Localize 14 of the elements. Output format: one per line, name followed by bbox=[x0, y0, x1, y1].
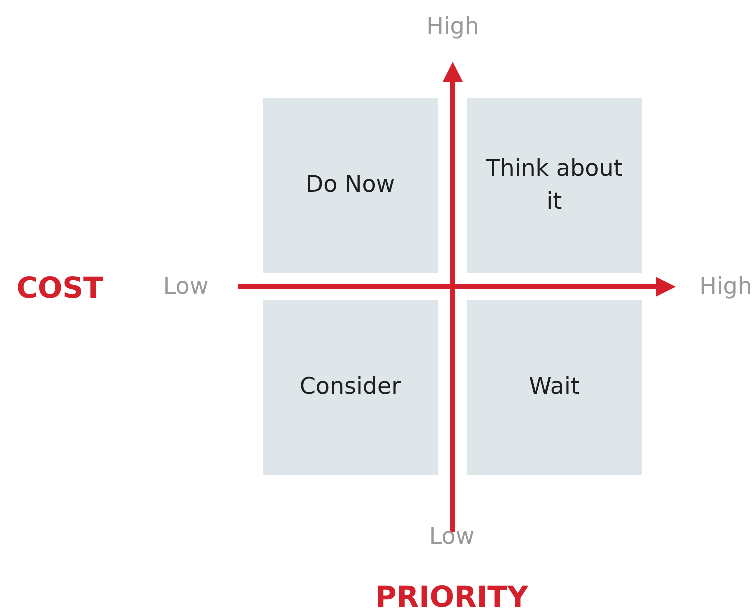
quadrant-box bbox=[467, 300, 642, 475]
axis-end-label: High bbox=[700, 274, 752, 300]
quadrant-label: Think about it bbox=[485, 155, 624, 216]
quadrant-box bbox=[263, 300, 438, 475]
axis-end-label: High bbox=[426, 14, 480, 40]
quadrant-label: Consider bbox=[298, 373, 402, 402]
quadrant-box bbox=[263, 98, 438, 273]
quadrant-label: Wait bbox=[528, 373, 581, 402]
axis-title: COST bbox=[16, 271, 104, 305]
quadrant-label: Do Now bbox=[304, 171, 396, 200]
axis-end-label: Low bbox=[163, 274, 209, 300]
axis-title: PRIORITY bbox=[376, 580, 528, 610]
quadrant-box bbox=[467, 98, 642, 273]
axis-end-label: Low bbox=[429, 524, 475, 550]
